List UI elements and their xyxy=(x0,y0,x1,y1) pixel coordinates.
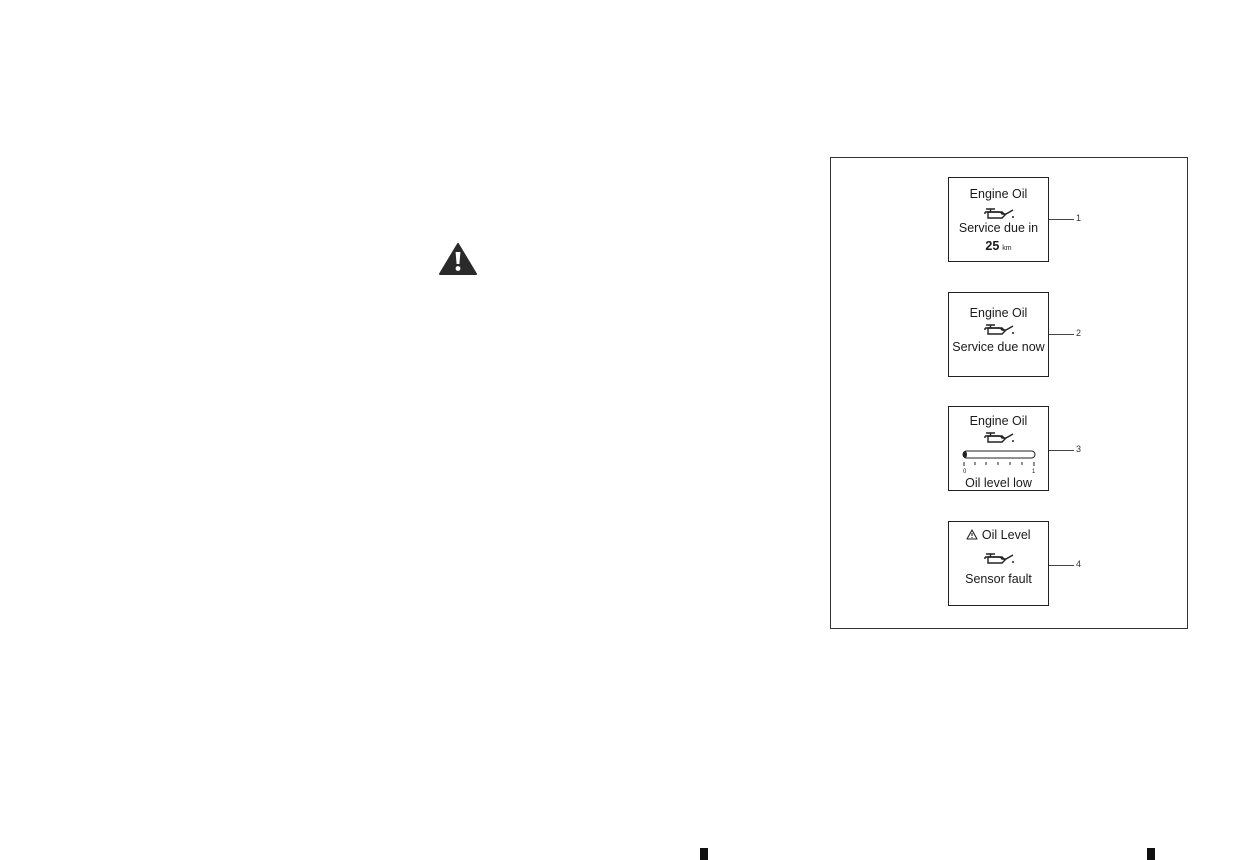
panel-title-row: Oil Level xyxy=(949,528,1048,542)
panel-message: Service due now xyxy=(952,340,1045,354)
callout-number-1: 1 xyxy=(1076,213,1082,223)
callout-leader-3 xyxy=(1049,450,1074,451)
display-panel-service-due-now: Engine Oil Service due now xyxy=(948,292,1049,377)
panel-title: Oil Level xyxy=(981,528,1031,542)
oil-level-gauge: 0 1 xyxy=(962,450,1036,475)
callout-leader-1 xyxy=(1049,219,1074,220)
display-panel-sensor-fault: Oil Level Sensor fault xyxy=(948,521,1049,606)
gauge-max-label: 1 xyxy=(1032,469,1036,475)
panel-title: Engine Oil xyxy=(969,187,1028,201)
figure-frame xyxy=(830,157,1188,629)
page-corner-mark-right xyxy=(1147,848,1155,860)
warning-triangle-icon xyxy=(439,243,477,275)
callout-leader-2 xyxy=(1049,334,1074,335)
oil-can-icon xyxy=(984,553,1014,564)
page-corner-mark-left xyxy=(700,848,708,860)
oil-can-icon xyxy=(984,324,1014,335)
gauge-min-label: 0 xyxy=(963,469,967,475)
display-panel-oil-level-low: Engine Oil 0 1 Oil level low xyxy=(948,406,1049,491)
oil-can-icon xyxy=(984,432,1014,443)
warning-triangle-small-icon xyxy=(966,529,978,540)
callout-number-3: 3 xyxy=(1076,444,1082,454)
panel-message: Sensor fault xyxy=(965,572,1032,586)
callout-leader-4 xyxy=(1049,565,1074,566)
panel-message: Oil level low xyxy=(965,476,1032,490)
distance-unit: km xyxy=(1002,245,1012,252)
panel-title: Engine Oil xyxy=(969,414,1028,428)
callout-number-2: 2 xyxy=(1076,328,1082,338)
panel-title: Engine Oil xyxy=(969,306,1028,320)
callout-number-4: 4 xyxy=(1076,559,1082,569)
oil-can-icon xyxy=(984,208,1014,219)
distance-value: 25 xyxy=(985,239,1000,253)
panel-message: Service due in xyxy=(958,221,1039,235)
